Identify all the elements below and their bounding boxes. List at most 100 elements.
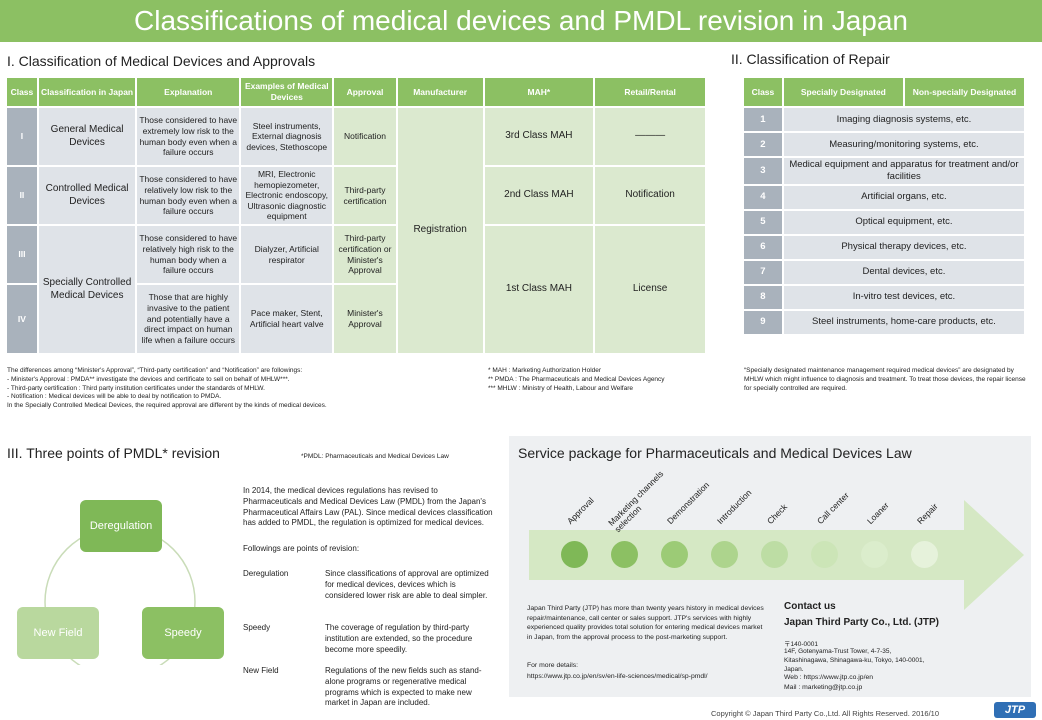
contact-title: Contact us	[784, 601, 836, 612]
abbreviations: * MAH : Marketing Authorization Holder *…	[488, 367, 708, 393]
point-label: Speedy	[243, 623, 271, 632]
section-1-title: I. Classification of Medical Devices and…	[7, 53, 316, 69]
more-details-link[interactable]: https://www.jtp.co.jp/en/sv/en-life-scie…	[527, 673, 708, 680]
mah-cell: 2nd Class MAH	[484, 167, 594, 224]
repair-desc-cell: Dental devices, etc.	[783, 260, 1024, 284]
class-cell: I	[7, 108, 37, 165]
table-row: IV Those that are highly invasive to the…	[7, 285, 705, 353]
note-line: In the Specially Controlled Medical Devi…	[7, 402, 327, 410]
note-line: - Notification : Medical devices will be…	[7, 393, 222, 401]
step-dot	[861, 541, 888, 568]
th-retail: Retail/Rental	[595, 78, 705, 106]
step-dot	[811, 541, 838, 568]
section-2-title: II. Classification of Repair	[731, 51, 890, 67]
repair-desc-cell: Medical equipment and apparatus for trea…	[783, 158, 1024, 184]
point-text: Since classifications of approval are op…	[325, 569, 489, 600]
mah-cell: 3rd Class MAH	[484, 108, 594, 165]
repair-desc-cell: Artificial organs, etc.	[783, 185, 1024, 209]
th-manufacturer: Manufacturer	[397, 78, 483, 106]
repair-desc-cell: Measuring/monitoring systems, etc.	[783, 133, 1024, 156]
examples-cell: Steel instruments, External diagnosis de…	[241, 108, 333, 165]
classification-cell: Controlled Medical Devices	[38, 167, 136, 224]
section-4-title: Service package for Pharmaceuticals and …	[518, 445, 912, 461]
explanation-cell: Those considered to have relatively high…	[137, 226, 240, 283]
class-cell: IV	[7, 285, 37, 353]
th-mah: MAH*	[484, 78, 594, 106]
repair-desc-cell: Imaging diagnosis systems, etc.	[783, 108, 1024, 131]
th-specially: Specially Designated	[783, 78, 903, 106]
approval-cell: Minister's Approval	[334, 285, 396, 353]
repair-desc-cell: Optical equipment, etc.	[783, 210, 1024, 234]
th-non-specially: Non-specially Designated	[904, 78, 1024, 106]
repair-desc-cell: Steel instruments, home-care products, e…	[783, 310, 1024, 334]
retail-cell: ———	[595, 108, 705, 165]
approval-notes: The differences among “Minister's Approv…	[7, 367, 477, 411]
approval-cell: Third-party certification or Minister's …	[334, 226, 396, 283]
approval-cell: Notification	[334, 108, 396, 165]
section-3-title: III. Three points of PMDL* revision	[7, 445, 220, 461]
th-class: Class	[7, 78, 37, 106]
point-text: Regulations of the new fields such as st…	[325, 666, 482, 708]
note-line: The differences among “Minister's Approv…	[7, 367, 303, 374]
copyright: Copyright © Japan Third Party Co.,Ltd. A…	[711, 709, 940, 718]
th-classification: Classification in Japan	[38, 78, 136, 106]
mail-link[interactable]: Mail : marketing@jtp.co.jp	[784, 684, 863, 691]
repair-class-cell: 9	[744, 310, 782, 334]
th-class: Class	[744, 78, 782, 106]
abbr-line: *** MHLW : Ministry of Health, Labour an…	[488, 384, 633, 392]
examples-cell: Dialyzer, Artificial respirator	[241, 226, 333, 283]
page-banner: Classifications of medical devices and P…	[0, 0, 1042, 42]
examples-cell: Pace maker, Stent, Artificial heart valv…	[241, 285, 333, 353]
th-examples: Examples of Medical Devices	[241, 78, 333, 106]
point-text: The coverage of regulation by third-part…	[325, 623, 473, 654]
revision-intro-2: Followings are points of revision:	[243, 544, 360, 553]
repair-note: “Specially designated maintenance manage…	[744, 367, 1026, 392]
repair-desc-cell: Physical therapy devices, etc.	[783, 235, 1024, 259]
deregulation-node: Deregulation	[80, 500, 162, 552]
repair-class-cell: 3	[744, 158, 782, 184]
classification-cell: Specially Controlled Medical Devices	[38, 226, 136, 353]
repair-classification-table: Class Specially Designated Non-specially…	[742, 76, 1026, 336]
point-label: Deregulation	[243, 569, 289, 578]
step-dot	[611, 541, 638, 568]
note-line: - Third-party certification : Third part…	[7, 384, 265, 392]
device-classification-table: Class Classification in Japan Explanatio…	[5, 76, 707, 355]
abbr-line: ** PMDA : The Pharmaceuticals and Medica…	[488, 375, 665, 383]
manufacturer-cell: Registration	[397, 108, 483, 353]
speedy-node: Speedy	[142, 607, 224, 659]
mah-cell: 1st Class MAH	[484, 226, 594, 353]
revision-intro: In 2014, the medical devices regulations…	[243, 486, 493, 528]
th-explanation: Explanation	[137, 78, 240, 106]
repair-desc-cell: In-vitro test devices, etc.	[783, 285, 1024, 309]
postal-code: 〒140-0001	[784, 641, 818, 648]
step-dot	[911, 541, 938, 568]
jtp-logo: JTP	[994, 702, 1036, 718]
explanation-cell: Those considered to have extremely low r…	[137, 108, 240, 165]
classification-cell: General Medical Devices	[38, 108, 136, 165]
retail-cell: License	[595, 226, 705, 353]
note-line: - Minister's Approval : PMDA** investiga…	[7, 375, 290, 383]
table-row: III Specially Controlled Medical Devices…	[7, 226, 705, 353]
new-field-node: New Field	[17, 607, 99, 659]
service-description: Japan Third Party (JTP) has more than tw…	[527, 605, 764, 641]
step-dot	[661, 541, 688, 568]
table-row: II Controlled Medical Devices Those cons…	[7, 167, 705, 224]
point-label: New Field	[243, 666, 279, 675]
examples-cell: MRI, Electronic hemopiezometer, Electron…	[241, 167, 333, 224]
repair-class-cell: 4	[744, 185, 782, 209]
abbr-line: * MAH : Marketing Authorization Holder	[488, 367, 602, 374]
explanation-cell: Those that are highly invasive to the pa…	[137, 285, 240, 353]
approval-cell: Third-party certification	[334, 167, 396, 224]
repair-class-cell: 6	[744, 235, 782, 259]
retail-cell: Notification	[595, 167, 705, 224]
web-link[interactable]: Web : https://www.jtp.co.jp/en	[784, 674, 874, 681]
